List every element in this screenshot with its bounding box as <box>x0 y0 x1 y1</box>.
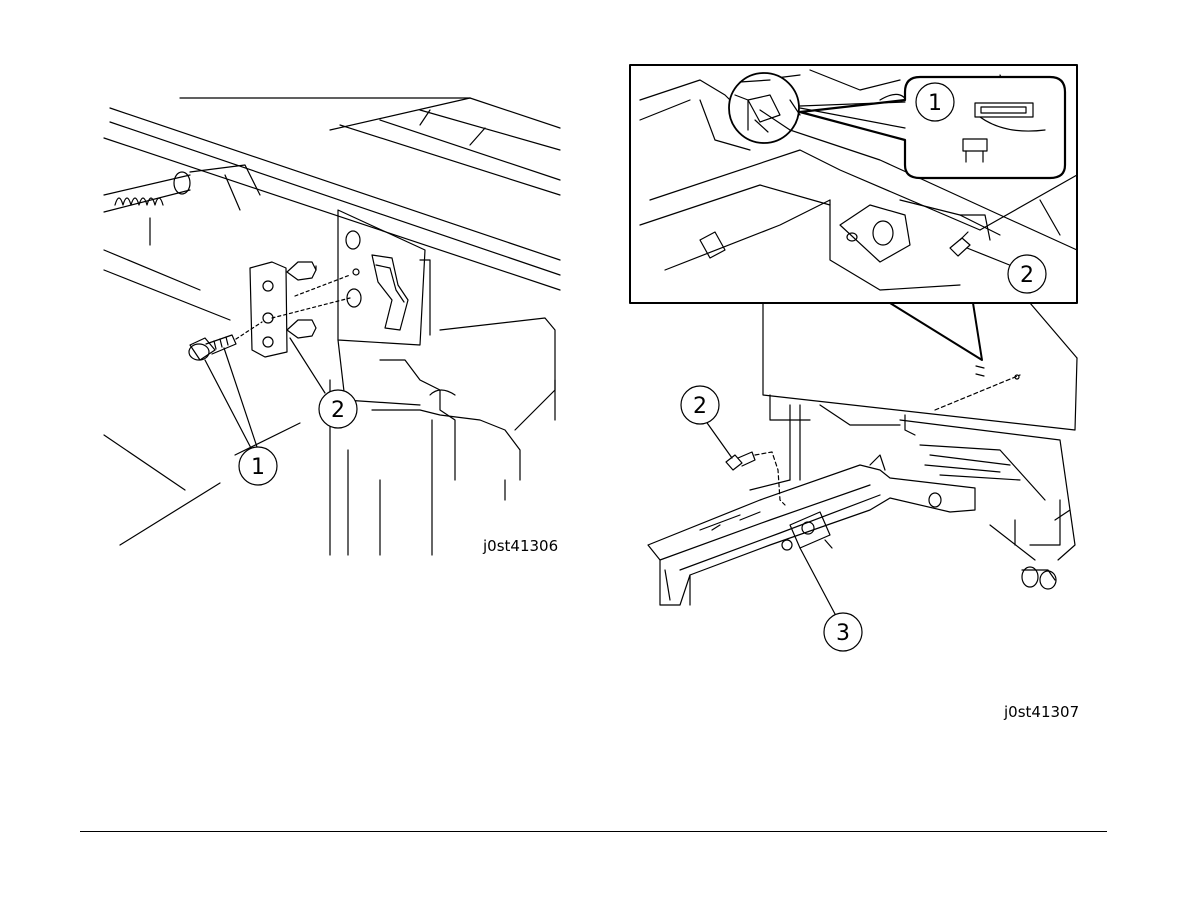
callout-2-lower-label: 2 <box>693 394 707 419</box>
callout-3-label: 3 <box>836 621 850 646</box>
callout-1-inset-label: 1 <box>928 91 942 116</box>
figure-id-left: j0st41306 <box>483 537 558 555</box>
figure-id-right: j0st41307 <box>1004 703 1079 721</box>
callout-1-left-label: 1 <box>251 455 265 480</box>
footer-rule <box>80 831 1107 832</box>
callout-2-inset-label: 2 <box>1020 263 1034 288</box>
callout-2-left-label: 2 <box>331 398 345 423</box>
